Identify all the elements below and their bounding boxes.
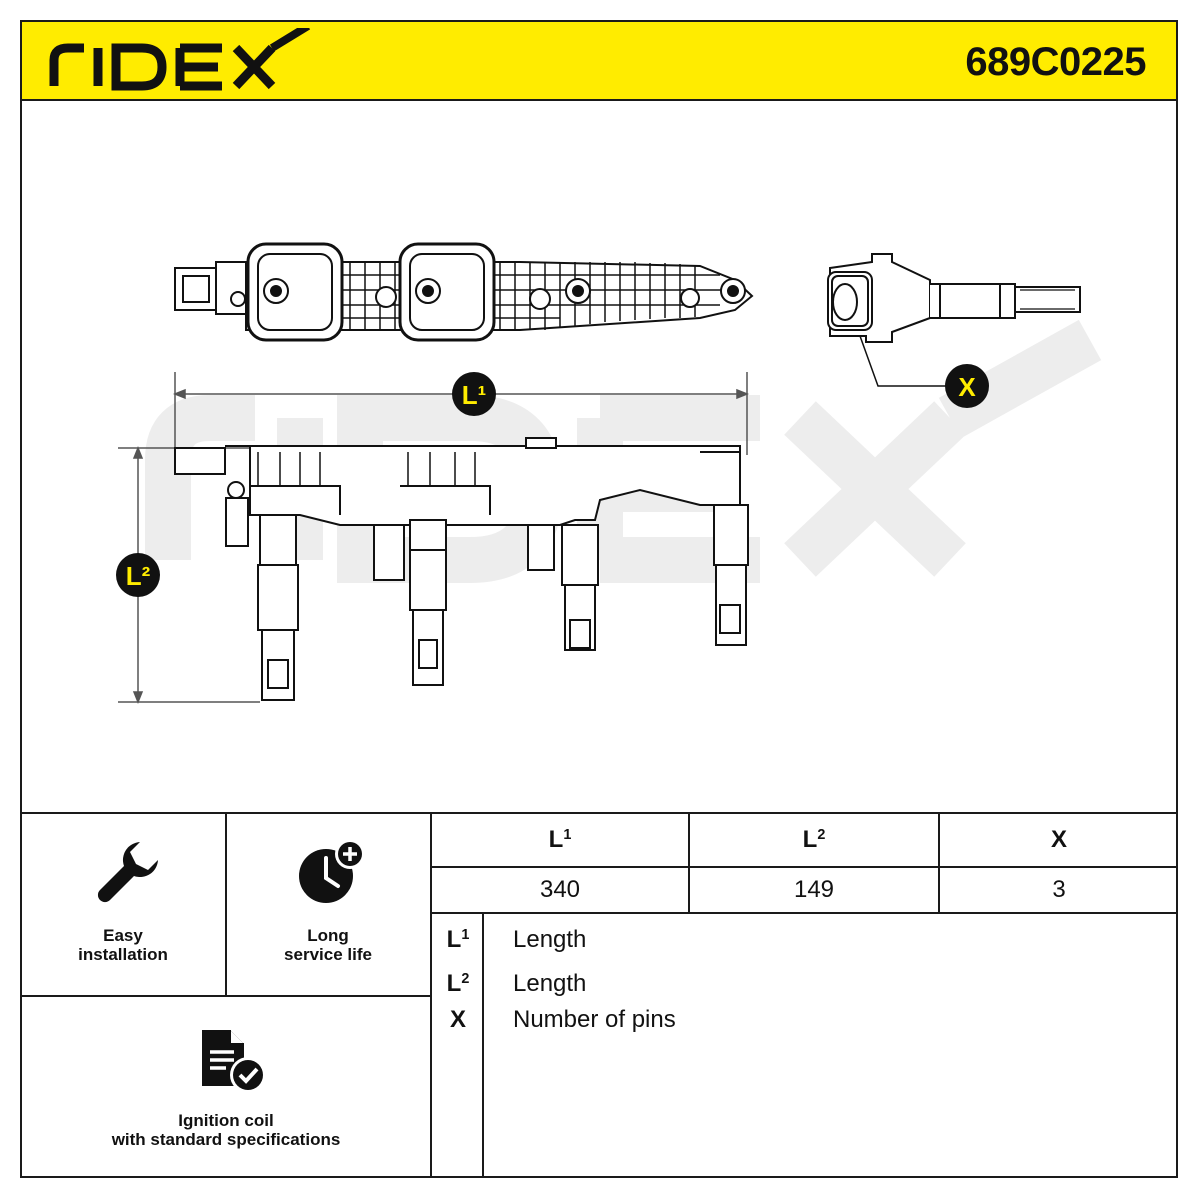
callout-l2: L² [116, 553, 160, 597]
connector-view [827, 253, 1081, 387]
wrench-icon [96, 838, 162, 909]
header-l1: L1 [548, 826, 572, 853]
header-l2: L2 [802, 826, 826, 853]
feature-long-service-life: Long service life [284, 926, 372, 964]
value-l2: 149 [793, 876, 835, 903]
feature-easy-installation: Easy installation [78, 926, 168, 964]
divider [431, 912, 1178, 914]
divider [20, 995, 432, 997]
divider [688, 812, 690, 913]
divider [938, 812, 940, 913]
dimension-l1 [172, 372, 750, 455]
legend-key-l1: L1 [446, 926, 470, 953]
top-view [174, 242, 754, 342]
svg-text:L²: L² [126, 561, 151, 591]
divider [482, 912, 484, 1178]
feature-standard-specs: Ignition coil with standard specificatio… [111, 1111, 341, 1149]
legend-key-x: X [449, 1006, 466, 1033]
svg-text:X: X [958, 372, 976, 402]
divider [20, 812, 1178, 814]
legend-key-l2: L2 [446, 970, 470, 997]
divider [430, 812, 432, 1178]
header-x: X [1050, 826, 1067, 853]
part-number: 689C0225 [965, 40, 1146, 84]
header-bar: 689C0225 [20, 20, 1178, 101]
legend-desc-x: Number of pins [513, 1006, 676, 1033]
technical-drawing: L¹ L² X [22, 101, 1178, 813]
value-l1: 340 [539, 876, 581, 903]
brand-logo [46, 22, 316, 99]
callout-x: X [945, 364, 989, 408]
legend-desc-l1: Length [513, 926, 587, 953]
divider [225, 812, 227, 996]
legend-desc-l2: Length [513, 970, 587, 997]
clock-plus-icon [298, 838, 368, 913]
callout-l1: L¹ [452, 372, 496, 416]
document-check-icon [200, 1028, 270, 1101]
value-x: 3 [1052, 876, 1066, 903]
svg-text:L¹: L¹ [462, 380, 487, 410]
side-view [174, 437, 749, 701]
divider [431, 866, 1178, 868]
